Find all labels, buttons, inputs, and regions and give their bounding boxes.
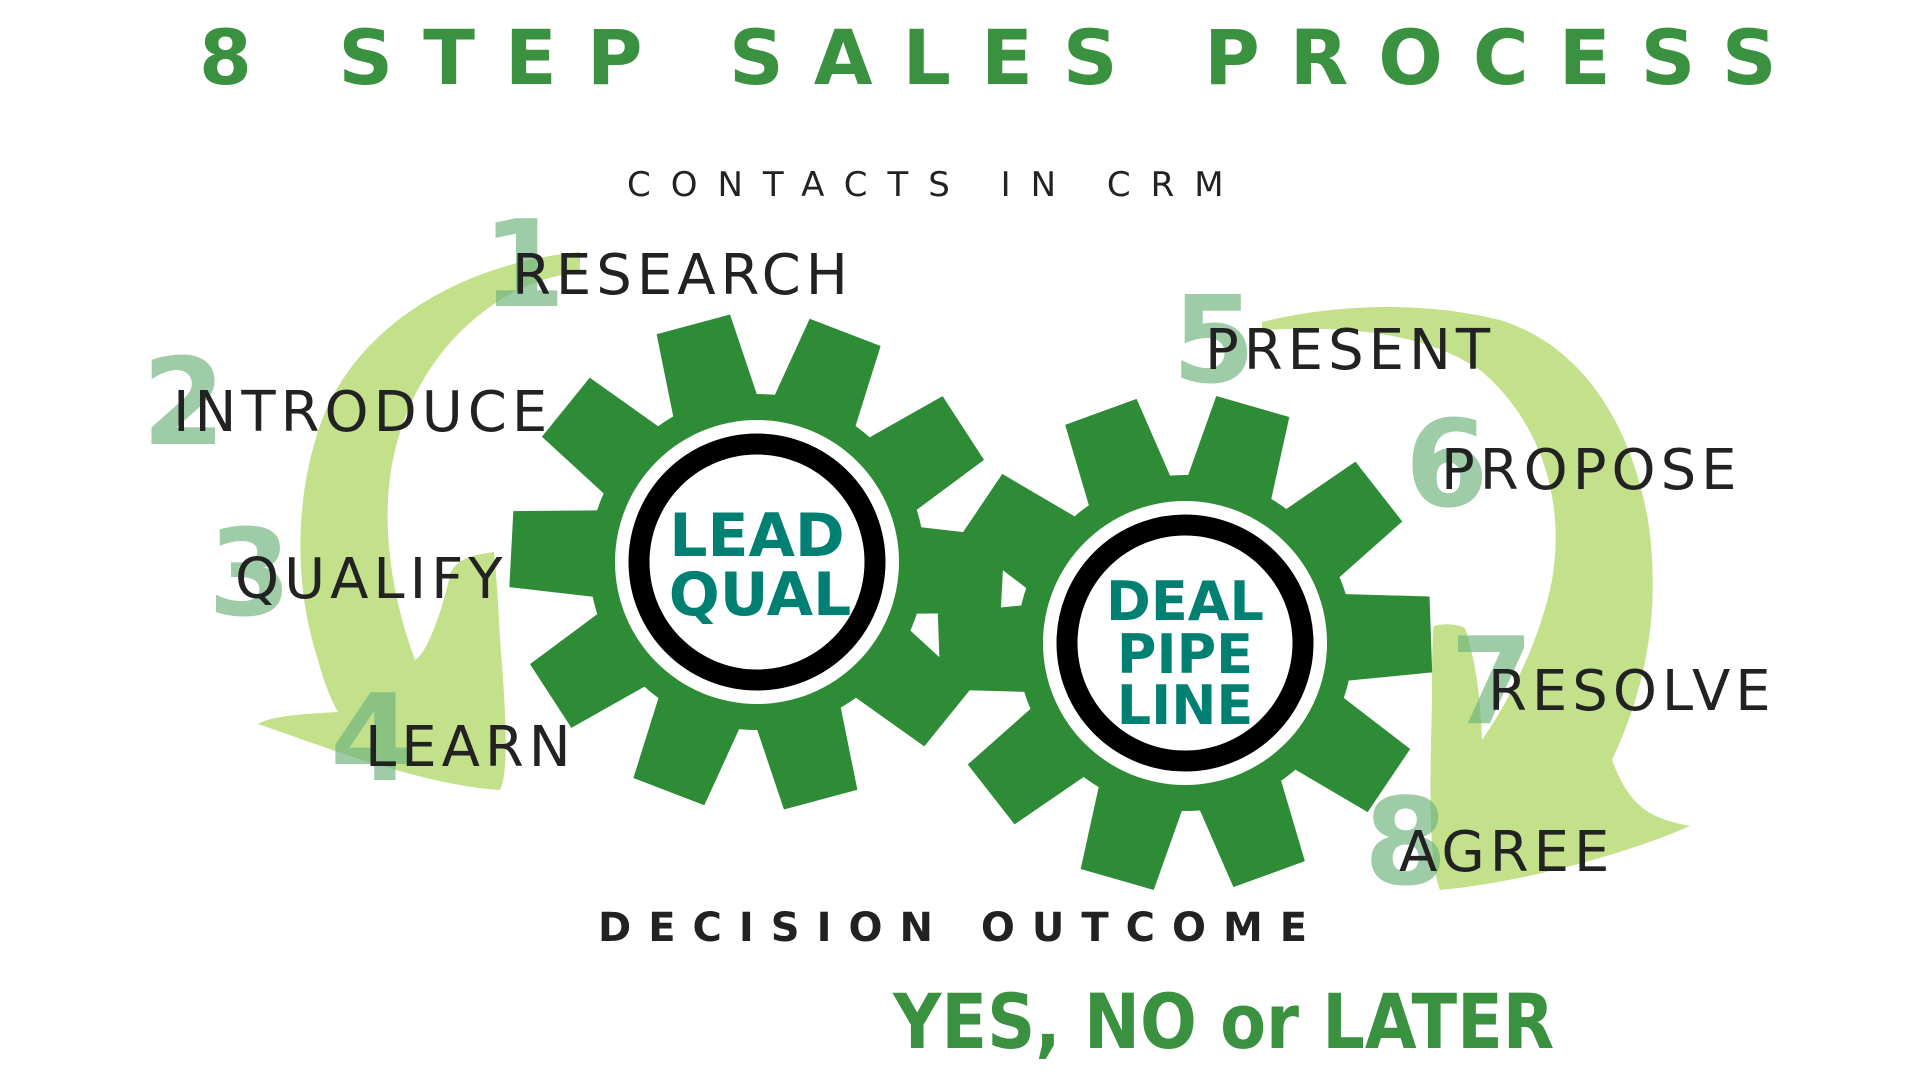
right-cycle-arrow-icon xyxy=(1262,307,1690,890)
step-label-introduce: INTRODUCE xyxy=(173,380,553,445)
gear-1-label-line-2: QUAL xyxy=(669,560,852,630)
page-title: 8 STEP SALES PROCESS xyxy=(199,13,1807,102)
gear-2-label-line-1: DEAL xyxy=(1106,570,1264,633)
step-number-5: 5 xyxy=(1172,272,1256,411)
step-number-6: 6 xyxy=(1405,396,1489,535)
lead-qual-gear-icon xyxy=(509,314,1005,810)
subtitle-contacts-in-crm: CONTACTS IN CRM xyxy=(627,165,1244,205)
step-label-learn: LEARN xyxy=(365,715,576,780)
step-label-research: RESEARCH xyxy=(512,243,853,308)
step-number-8: 8 xyxy=(1364,774,1448,913)
step-number-4: 4 xyxy=(330,670,414,809)
decision-outcome-values: YES, NO or LATER xyxy=(893,977,1555,1066)
deal-pipeline-gear-icon xyxy=(937,396,1433,890)
decision-outcome-heading: DECISION OUTCOME xyxy=(598,905,1325,951)
step-number-3: 3 xyxy=(208,505,292,644)
step-number-1: 1 xyxy=(482,196,566,335)
step-number-7: 7 xyxy=(1450,613,1534,752)
step-label-qualify: QUALIFY xyxy=(235,547,508,612)
gear-2-label-line-3: LINE xyxy=(1117,674,1254,737)
step-number-2: 2 xyxy=(142,334,226,473)
gear-2-label-line-2: PIPE xyxy=(1117,623,1253,686)
left-cycle-arrow-icon xyxy=(258,252,580,790)
gear-1-label-line-1: LEAD xyxy=(669,501,844,571)
step-label-resolve: RESOLVE xyxy=(1488,659,1776,724)
step-label-present: PRESENT xyxy=(1205,318,1496,383)
step-label-agree: AGREE xyxy=(1399,820,1615,885)
step-label-propose: PROPOSE xyxy=(1441,438,1742,503)
